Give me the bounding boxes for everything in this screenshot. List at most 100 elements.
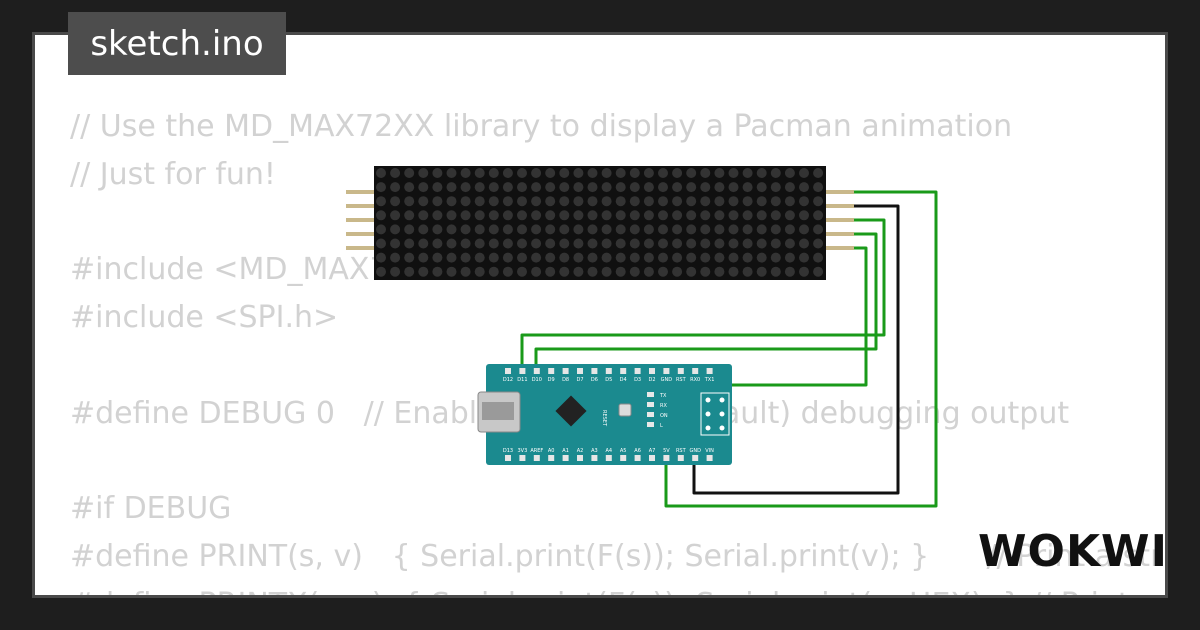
code-line: #include <SPI.h>	[70, 300, 339, 336]
matrix-led	[559, 238, 570, 249]
matrix-led	[517, 224, 527, 235]
svg-text:TX: TX	[659, 393, 667, 399]
matrix-led	[714, 182, 725, 193]
matrix-led	[658, 252, 668, 263]
file-tab[interactable]: sketch.ino	[68, 12, 286, 75]
matrix-led	[686, 182, 697, 193]
matrix-led	[390, 252, 401, 263]
matrix-led	[573, 252, 584, 263]
matrix-body	[374, 166, 826, 280]
matrix-led	[390, 238, 401, 249]
matrix-led	[700, 252, 711, 263]
matrix-led	[770, 196, 781, 207]
matrix-led	[601, 238, 612, 249]
matrix-led	[573, 224, 584, 235]
matrix-led	[517, 182, 527, 193]
nano-pin	[519, 368, 526, 374]
matrix-led	[488, 266, 499, 277]
reset-button[interactable]	[618, 403, 632, 417]
matrix-led	[418, 210, 429, 221]
matrix-led	[460, 182, 471, 193]
matrix-led	[742, 182, 753, 193]
matrix-led	[460, 168, 471, 178]
matrix-led	[728, 266, 739, 277]
matrix-led	[573, 196, 584, 207]
matrix-led	[474, 252, 485, 263]
nano-pin	[706, 368, 713, 374]
matrix-led	[573, 238, 584, 249]
matrix-led	[799, 238, 809, 249]
matrix-led	[517, 210, 527, 221]
matrix-led	[559, 168, 570, 178]
matrix-led	[418, 168, 429, 178]
matrix-led	[446, 252, 457, 263]
nano-pin-label: GND	[689, 448, 701, 454]
matrix-led	[672, 168, 683, 178]
matrix-led	[615, 238, 626, 249]
matrix-led	[686, 168, 697, 178]
nano-pin	[591, 368, 598, 374]
matrix-led	[742, 196, 753, 207]
matrix-led	[700, 182, 711, 193]
nano-pin-label: A0	[548, 448, 555, 454]
matrix-led	[432, 182, 443, 193]
svg-text:L: L	[660, 423, 663, 429]
reset-label: RESET	[601, 410, 607, 427]
matrix-led	[728, 238, 739, 249]
matrix-led	[629, 210, 640, 221]
matrix-led	[376, 196, 386, 207]
nano-pin-label: VIN	[705, 448, 714, 454]
matrix-led	[559, 252, 570, 263]
nano-pin	[649, 368, 655, 374]
matrix-led	[559, 224, 570, 235]
matrix-led	[643, 210, 654, 221]
matrix-led	[376, 224, 386, 235]
nano-pin	[591, 455, 598, 461]
matrix-led	[672, 252, 683, 263]
matrix-led	[502, 196, 513, 207]
matrix-led	[446, 168, 457, 178]
led-matrix[interactable]	[346, 166, 854, 280]
matrix-led	[587, 210, 598, 221]
matrix-led	[559, 210, 570, 221]
code-line: #if DEBUG	[70, 491, 232, 527]
matrix-led	[376, 210, 386, 221]
matrix-led	[658, 266, 668, 277]
matrix-led	[784, 224, 795, 235]
nano-pin-label: RX0	[690, 377, 700, 383]
matrix-led	[742, 252, 753, 263]
matrix-led	[714, 168, 725, 178]
matrix-led	[686, 238, 697, 249]
nano-pin	[605, 368, 612, 374]
matrix-led	[784, 182, 795, 193]
matrix-led	[432, 210, 443, 221]
nano-pin-label: D11	[517, 377, 527, 383]
matrix-led	[376, 238, 386, 249]
matrix-led	[390, 168, 401, 178]
matrix-led	[460, 210, 471, 221]
nano-pin	[706, 455, 713, 461]
nano-pin-label: A1	[562, 448, 569, 454]
matrix-led	[559, 182, 570, 193]
matrix-led	[573, 266, 584, 277]
wire-gnd	[692, 204, 900, 495]
matrix-led	[587, 168, 598, 178]
matrix-led	[474, 196, 485, 207]
matrix-led	[517, 238, 527, 249]
matrix-led	[488, 238, 499, 249]
matrix-led	[742, 238, 753, 249]
matrix-led	[488, 224, 499, 235]
matrix-led	[686, 224, 697, 235]
matrix-led	[418, 238, 429, 249]
matrix-led	[460, 238, 471, 249]
matrix-led	[700, 210, 711, 221]
matrix-led	[601, 196, 612, 207]
matrix-led	[446, 210, 457, 221]
icsp-header	[700, 392, 730, 436]
matrix-led	[390, 266, 401, 277]
nano-pin-label: A6	[634, 448, 641, 454]
svg-text:ON: ON	[660, 413, 668, 419]
nano-pin	[663, 368, 670, 374]
